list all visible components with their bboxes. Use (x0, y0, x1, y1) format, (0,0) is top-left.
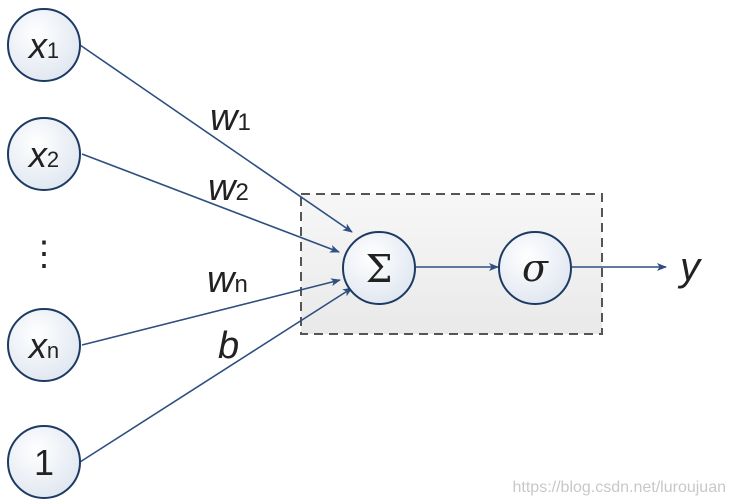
input-sub: 1 (47, 38, 59, 63)
sigma-symbol: σ (522, 246, 549, 290)
input-var: x (27, 134, 49, 175)
activation-node: σ (498, 231, 572, 305)
svg-text:x1: x1 (27, 25, 59, 66)
weight-label-w2: w2 (208, 167, 249, 209)
svg-text:x2: x2 (27, 134, 59, 175)
watermark: https://blog.csdn.net/luroujuan (513, 479, 726, 496)
input-node-x1: x1 (7, 8, 81, 82)
svg-text:xn: xn (27, 325, 59, 366)
ellipsis: ⋮ (27, 235, 61, 273)
edge-x1-sum (79, 44, 353, 233)
weight-label-w1: w1 (210, 97, 251, 139)
edge-xn-sum (81, 278, 341, 346)
input-sub: n (47, 338, 59, 363)
bias-input-label: 1 (34, 442, 54, 483)
input-var: x (27, 325, 49, 366)
input-sub: 2 (47, 147, 59, 172)
input-var: x (27, 25, 49, 66)
sum-node: Σ (342, 231, 416, 305)
input-node-bias: 1 (7, 425, 81, 499)
edge-x2-sum (81, 153, 340, 253)
output-label-y: y (677, 245, 703, 289)
weight-label-wn: wn (207, 259, 248, 301)
sum-symbol: Σ (366, 247, 393, 291)
input-node-xn: xn (7, 308, 81, 382)
edge-bias-sum (79, 287, 353, 463)
bias-label-b: b (218, 325, 239, 367)
input-node-x2: x2 (7, 117, 81, 191)
